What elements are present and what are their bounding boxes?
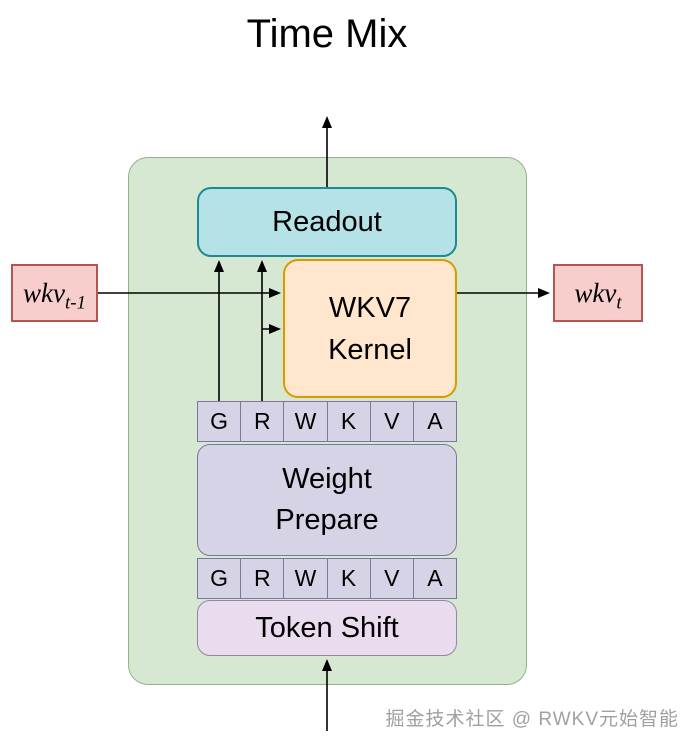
- weight-prepare-box: Weight Prepare: [197, 444, 457, 556]
- kernel-label-line1: WKV7: [328, 291, 412, 324]
- signal-cell-k: K: [327, 401, 371, 442]
- signal-cell-a: A: [413, 558, 458, 599]
- signal-cell-w: W: [284, 558, 328, 599]
- kernel-label-line2: Kernel: [328, 333, 412, 366]
- signal-cell-r: R: [241, 558, 285, 599]
- wkv-prev-state-box: wkvt-1: [11, 264, 98, 322]
- token-shift-label: Token Shift: [255, 611, 399, 644]
- signal-cell-k: K: [327, 558, 371, 599]
- readout-label: Readout: [272, 205, 382, 238]
- signal-cell-w: W: [284, 401, 328, 442]
- signal-cell-v: V: [370, 558, 414, 599]
- wkv7-kernel-box: WKV7 Kernel: [283, 259, 457, 398]
- signal-cell-g: G: [197, 558, 242, 599]
- signal-cell-v: V: [370, 401, 414, 442]
- weight-label-line1: Weight: [282, 463, 372, 495]
- wkv-next-label: wkvt: [574, 277, 622, 313]
- wkv-next-state-box: wkvt: [553, 264, 643, 322]
- token-shift-box: Token Shift: [197, 600, 457, 656]
- signal-row-top: G R W K V A: [197, 401, 458, 442]
- signal-row-bottom: G R W K V A: [197, 558, 458, 599]
- diagram-title: Time Mix: [246, 12, 408, 56]
- watermark-text: 掘金技术社区 @ RWKV元始智能: [385, 709, 679, 730]
- signal-cell-r: R: [241, 401, 285, 442]
- weight-label-line2: Prepare: [275, 504, 379, 536]
- wkv-prev-label: wkvt-1: [22, 277, 87, 313]
- signal-cell-g: G: [197, 401, 242, 442]
- readout-box: Readout: [197, 187, 457, 257]
- signal-cell-a: A: [413, 401, 458, 442]
